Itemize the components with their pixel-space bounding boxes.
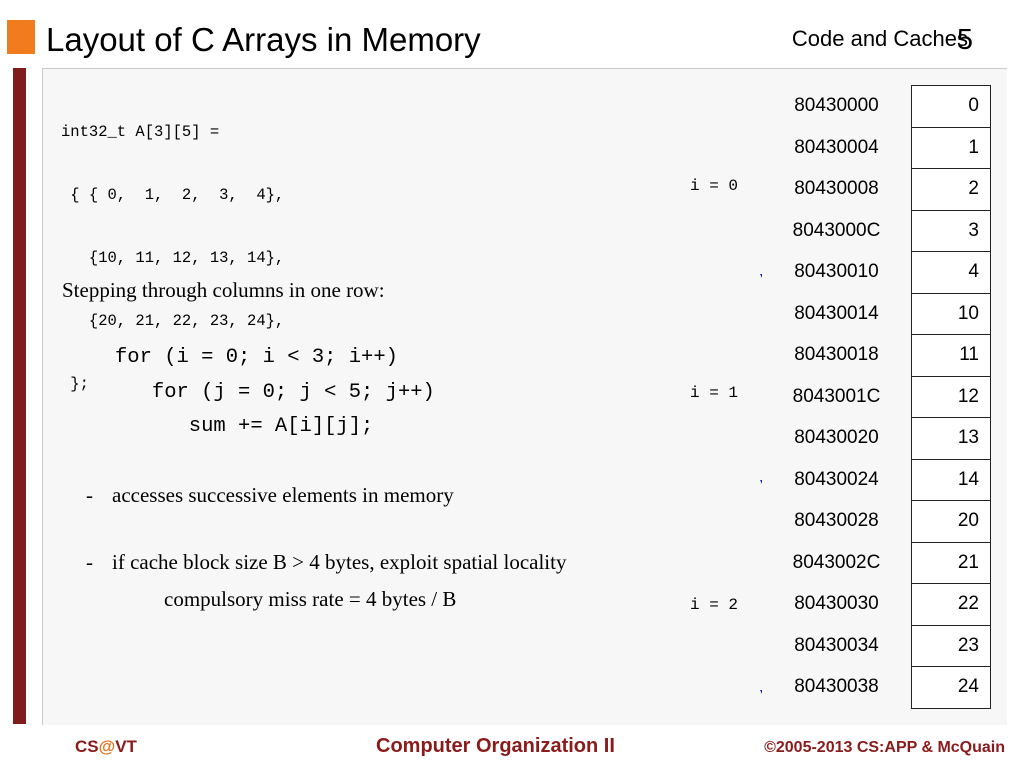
row-label-i0: i = 0 <box>690 177 739 195</box>
declaration-line: {20, 21, 22, 23, 24}, <box>61 312 285 330</box>
slide-title: Layout of C Arrays in Memory <box>46 21 481 58</box>
memory-address: 8043002C <box>762 542 912 584</box>
declaration-line: }; <box>61 375 89 393</box>
memory-address: 80430000 <box>762 85 912 127</box>
memory-value: 23 <box>911 624 991 667</box>
memory-address: 80430034 <box>762 625 912 667</box>
memory-value: 14 <box>911 458 991 501</box>
memory-value: 10 <box>911 292 991 335</box>
memory-value: 1 <box>911 126 991 169</box>
footer-cs: CS <box>75 737 99 756</box>
loop-line: sum += A[i][j]; <box>115 415 374 438</box>
bullet-spatial-locality: -if cache block size B > 4 bytes, exploi… <box>86 550 566 575</box>
stepping-text: Stepping through columns in one row: <box>62 278 385 302</box>
loop-code: for (i = 0; i < 3; i++) for (j = 0; j < … <box>115 341 435 445</box>
bullet-text: if cache block size B > 4 bytes, exploit… <box>112 550 567 574</box>
memory-value: 12 <box>911 375 991 418</box>
memory-address: 80430008 <box>762 168 912 210</box>
memory-value: 22 <box>911 583 991 626</box>
loop-line: for (j = 0; j < 5; j++) <box>115 380 435 404</box>
footer-at: @ <box>98 737 116 756</box>
memory-address: 8043000C <box>762 210 912 252</box>
footer-vt: VT <box>115 737 137 756</box>
section-label: Code and Caches <box>791 26 968 51</box>
bullet-text: accesses successive elements in memory <box>112 483 454 507</box>
row-label-i2: i = 2 <box>690 596 739 614</box>
memory-value: 24 <box>911 666 991 709</box>
left-accent-bar <box>13 68 26 724</box>
memory-address: 80430004 <box>762 127 912 169</box>
bullet-dash: - <box>86 550 93 574</box>
footer-cs-vt: CS@VT <box>75 737 137 757</box>
bullet-dash: - <box>86 483 93 507</box>
row-label-i1: i = 1 <box>690 384 739 402</box>
memory-address: 80430018 <box>762 334 912 376</box>
memory-address: 80430028 <box>762 500 912 542</box>
memory-address: 80430030 <box>762 583 912 625</box>
footer-course: Computer Organization II <box>376 735 615 757</box>
declaration-line: {10, 11, 12, 13, 14}, <box>61 249 285 267</box>
memory-address: 80430014 <box>762 293 912 335</box>
declaration-line: int32_t A[3][5] = <box>61 123 220 141</box>
loop-line: for (i = 0; i < 3; i++) <box>115 346 398 369</box>
memory-value: 0 <box>911 85 991 128</box>
memory-address: 80430020 <box>762 417 912 459</box>
miss-rate-text: compulsory miss rate = 4 bytes / B <box>164 587 457 611</box>
title-accent-square <box>7 20 35 54</box>
memory-value: 13 <box>911 417 991 460</box>
array-declaration: int32_t A[3][5] = { { 0, 1, 2, 3, 4}, {1… <box>61 80 284 416</box>
bullet-successive: -accesses successive elements in memory <box>86 483 454 508</box>
memory-value: 20 <box>911 500 991 543</box>
footer-copyright: ©2005-2013 CS:APP & McQuain <box>764 739 1005 756</box>
memory-address: 8043001C <box>762 376 912 418</box>
memory-address: 80430038 <box>762 666 912 708</box>
declaration-line: { { 0, 1, 2, 3, 4}, <box>61 186 285 204</box>
memory-value: 21 <box>911 541 991 584</box>
memory-value: 3 <box>911 209 991 252</box>
memory-address: 80430024 <box>762 459 912 501</box>
memory-value: 2 <box>911 168 991 211</box>
section-title: Code and Caches <box>792 26 968 52</box>
slide-number: 5 <box>956 24 973 56</box>
memory-value: 4 <box>911 251 991 294</box>
memory-address: 80430010 <box>762 251 912 293</box>
memory-value: 11 <box>911 334 991 377</box>
